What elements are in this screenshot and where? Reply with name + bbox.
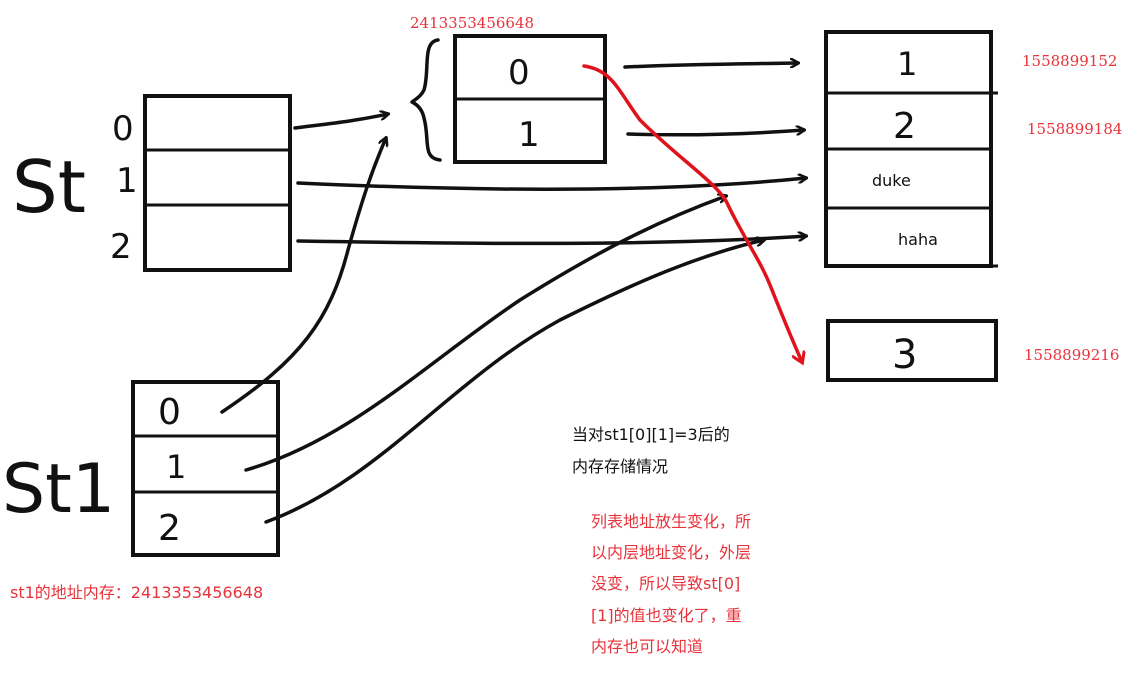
explanation-note: 当对st1[0][1]=3后的 内存存储情况 列表地址放生变化，所 以内层地址变… <box>572 425 751 656</box>
new-value-box <box>826 319 998 382</box>
st-index-2: 2 <box>110 227 132 267</box>
memory-cell-2: 2 <box>893 106 916 147</box>
st1-cell-2: 2 <box>158 508 181 549</box>
explanation-black-line: 内存存储情况 <box>572 457 668 476</box>
pointer-arrows <box>220 63 806 524</box>
st1-label: St1 <box>2 450 115 529</box>
st1-cell-1: 1 <box>166 448 186 486</box>
arrow-st0-to-inner <box>293 114 388 130</box>
inner-list-cell-1: 1 <box>518 115 540 155</box>
memory-block: 1 2 duke haha 1558899152 1558899184 <box>824 30 1122 268</box>
arrow-st1-to-duke <box>296 178 806 191</box>
arrow-st2-to-haha <box>296 236 806 246</box>
explanation-red-line: 没变，所以导致st[0] <box>591 574 740 593</box>
arrow-inner1-to-2 <box>626 130 804 137</box>
memory-address-1: 1558899152 <box>1022 52 1117 70</box>
explanation-red-line: [1]的值也变化了，重 <box>591 606 742 625</box>
memory-cell-duke: duke <box>872 171 911 190</box>
explanation-red-line: 列表地址放生变化，所 <box>591 512 751 531</box>
st1-cell-0: 0 <box>158 392 181 433</box>
arrow-st1-2-to-haha <box>264 240 764 524</box>
st-box <box>143 94 292 272</box>
memory-cell-haha: haha <box>898 230 938 249</box>
new-value-address: 1558899216 <box>1024 346 1119 364</box>
inner-list-address: 2413353456648 <box>410 14 534 32</box>
arrow-inner0-to-1 <box>623 63 798 69</box>
st-index-1: 1 <box>116 161 138 201</box>
explanation-red-line: 内存也可以知道 <box>591 637 703 656</box>
st-label: St <box>12 145 86 229</box>
arrow-st1-1-to-duke <box>244 196 726 472</box>
memory-cell-1: 1 <box>897 45 917 83</box>
st1-address-caption: st1的地址内存：2413353456648 <box>10 583 263 602</box>
inner-list-brace <box>410 38 442 162</box>
explanation-black-line: 当对st1[0][1]=3后的 <box>572 425 730 444</box>
new-value-cell: 3 1558899216 <box>826 319 1119 382</box>
inner-list-cell-0: 0 <box>508 53 530 93</box>
st1-box <box>131 380 280 557</box>
inner-list: 2413353456648 0 1 <box>410 14 607 164</box>
explanation-red-line: 以内层地址变化，外层 <box>591 543 751 562</box>
arrow-st1-0-to-inner <box>220 138 386 414</box>
arrow-reassignment-red <box>582 64 802 362</box>
memory-address-2: 1558899184 <box>1027 120 1122 138</box>
st-list: St 0 1 2 <box>12 94 292 272</box>
new-value-text: 3 <box>892 332 917 378</box>
st1-list: St1 0 1 2 st1的地址内存：2413353456648 <box>2 380 280 602</box>
st-index-0: 0 <box>112 109 134 149</box>
